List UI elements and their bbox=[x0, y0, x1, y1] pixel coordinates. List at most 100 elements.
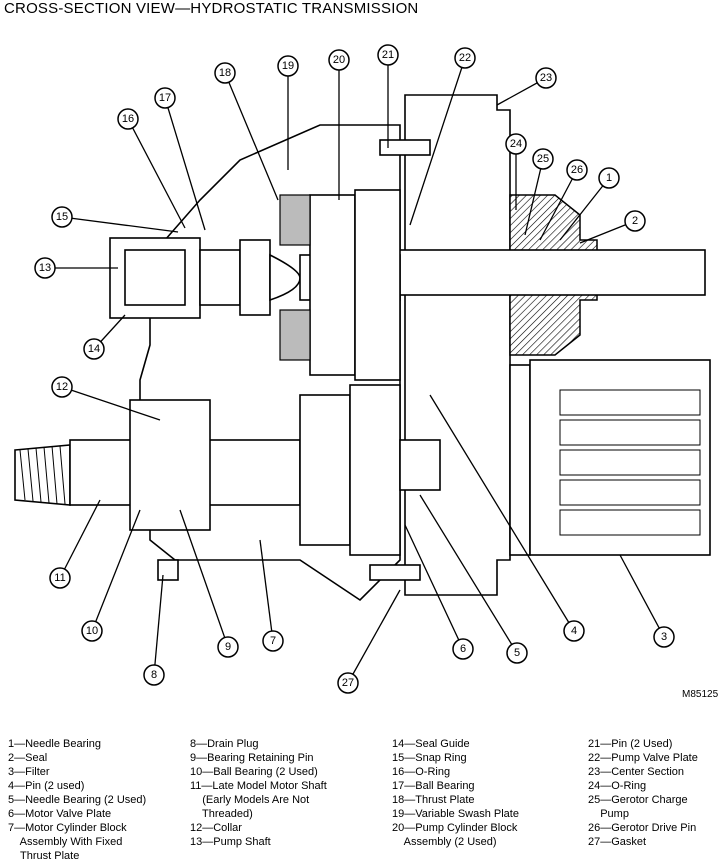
callout-23: 23 bbox=[535, 67, 557, 89]
callout-7: 7 bbox=[262, 630, 284, 652]
legend-item: 8—Drain Plug bbox=[190, 738, 259, 750]
callout-24: 24 bbox=[505, 133, 527, 155]
svg-text:6: 6 bbox=[460, 643, 466, 655]
legend-item: 22—Pump Valve Plate bbox=[588, 752, 698, 764]
svg-text:14: 14 bbox=[88, 343, 100, 355]
figure-reference: M85125 bbox=[682, 689, 719, 700]
leader-lines bbox=[45, 55, 665, 684]
callout-16: 16 bbox=[117, 108, 139, 130]
legend-item: (Early Models Are Not bbox=[190, 794, 310, 806]
callout-20: 20 bbox=[328, 49, 350, 71]
legend-item: 15—Snap Ring bbox=[392, 752, 467, 764]
legend-item: 18—Thrust Plate bbox=[392, 794, 475, 806]
svg-text:9: 9 bbox=[225, 641, 231, 653]
legend-item: 9—Bearing Retaining Pin bbox=[190, 752, 314, 764]
legend-item: 23—Center Section bbox=[588, 766, 684, 778]
callout-21: 21 bbox=[377, 44, 399, 66]
legend-item: 10—Ball Bearing (2 Used) bbox=[190, 766, 318, 778]
legend-col-4: 21—Pin (2 Used) 22—Pump Valve Plate 23—C… bbox=[588, 737, 698, 849]
svg-text:5: 5 bbox=[514, 647, 520, 659]
callout-25: 25 bbox=[532, 148, 554, 170]
legend-item: 6—Motor Valve Plate bbox=[8, 808, 112, 820]
svg-text:16: 16 bbox=[122, 113, 134, 125]
legend-item: 26—Gerotor Drive Pin bbox=[588, 822, 697, 834]
svg-text:10: 10 bbox=[86, 625, 98, 637]
svg-text:12: 12 bbox=[56, 381, 68, 393]
callout-4: 4 bbox=[563, 620, 585, 642]
legend-item: Threaded) bbox=[190, 808, 253, 820]
callout-19: 19 bbox=[277, 55, 299, 77]
svg-text:3: 3 bbox=[661, 631, 667, 643]
legend-item: 11—Late Model Motor Shaft bbox=[190, 780, 327, 792]
legend-item: 17—Ball Bearing bbox=[392, 780, 475, 792]
callout-18: 18 bbox=[214, 62, 236, 84]
callout-15: 15 bbox=[51, 206, 73, 228]
pins bbox=[369, 139, 431, 581]
svg-text:26: 26 bbox=[571, 164, 583, 176]
legend-col-2: 8—Drain Plug 9—Bearing Retaining Pin 10—… bbox=[190, 737, 327, 849]
svg-text:2: 2 bbox=[632, 215, 638, 227]
svg-text:4: 4 bbox=[571, 625, 577, 637]
svg-text:20: 20 bbox=[333, 54, 345, 66]
callout-10: 10 bbox=[81, 620, 103, 642]
legend-item: 21—Pin (2 Used) bbox=[588, 738, 673, 750]
callout-3: 3 bbox=[653, 626, 675, 648]
filter bbox=[509, 359, 711, 556]
legend-col-3: 14—Seal Guide 15—Snap Ring 16—O-Ring 17—… bbox=[392, 737, 519, 849]
svg-text:17: 17 bbox=[159, 92, 171, 104]
diagram-title: CROSS-SECTION VIEW—HYDROSTATIC TRANSMISS… bbox=[4, 0, 419, 17]
callout-26: 26 bbox=[566, 159, 588, 181]
legend-item: 1—Needle Bearing bbox=[8, 738, 101, 750]
legend-item: 14—Seal Guide bbox=[392, 738, 470, 750]
legend-item: Assembly (2 Used) bbox=[392, 836, 497, 848]
legend-item: 25—Gerotor Charge bbox=[588, 794, 688, 806]
svg-text:27: 27 bbox=[342, 677, 354, 689]
callout-14: 14 bbox=[83, 338, 105, 360]
legend-item: 3—Filter bbox=[8, 766, 50, 778]
callout-5: 5 bbox=[506, 642, 528, 664]
svg-text:7: 7 bbox=[270, 635, 276, 647]
pump-shaft bbox=[109, 237, 706, 319]
svg-text:19: 19 bbox=[282, 60, 294, 72]
svg-text:8: 8 bbox=[151, 669, 157, 681]
svg-text:1: 1 bbox=[606, 172, 612, 184]
legend-item: 27—Gasket bbox=[588, 836, 647, 848]
svg-text:22: 22 bbox=[459, 52, 471, 64]
motor-shaft bbox=[14, 384, 441, 556]
legend-item: 7—Motor Cylinder Block bbox=[8, 822, 127, 834]
callouts: 1 2 3 4 5 6 7 8 9 10 11 12 13 14 15 16 1… bbox=[34, 44, 675, 694]
svg-text:23: 23 bbox=[540, 72, 552, 84]
legend-item: Assembly With Fixed bbox=[8, 836, 123, 848]
pump-cylinder-block-upper bbox=[279, 189, 401, 381]
svg-text:18: 18 bbox=[219, 67, 231, 79]
legend-col-1: 1—Needle Bearing 2—Seal 3—Filter 4—Pin (… bbox=[8, 737, 146, 863]
callout-27: 27 bbox=[337, 672, 359, 694]
svg-text:13: 13 bbox=[39, 262, 51, 274]
callout-9: 9 bbox=[217, 636, 239, 658]
transmission-cross-section: 1 2 3 4 5 6 7 8 9 10 11 12 13 14 15 16 1… bbox=[14, 44, 711, 694]
svg-text:25: 25 bbox=[537, 153, 549, 165]
legend-item: 4—Pin (2 used) bbox=[8, 780, 85, 792]
legend-item: 20—Pump Cylinder Block bbox=[392, 822, 518, 834]
legend-item: 19—Variable Swash Plate bbox=[392, 808, 519, 820]
legend-item: Pump bbox=[588, 808, 629, 820]
legend-item: 2—Seal bbox=[8, 752, 48, 764]
callout-13: 13 bbox=[34, 257, 56, 279]
callout-12: 12 bbox=[51, 376, 73, 398]
callout-2: 2 bbox=[624, 210, 646, 232]
svg-text:24: 24 bbox=[510, 138, 522, 150]
callout-11: 11 bbox=[49, 567, 71, 589]
legend-item: 16—O-Ring bbox=[392, 766, 451, 778]
callout-22: 22 bbox=[454, 47, 476, 69]
callout-1: 1 bbox=[598, 167, 620, 189]
callout-6: 6 bbox=[452, 638, 474, 660]
svg-text:11: 11 bbox=[54, 572, 65, 584]
legend-item: Thrust Plate bbox=[8, 850, 80, 862]
legend-item: 12—Collar bbox=[190, 822, 242, 834]
callout-17: 17 bbox=[154, 87, 176, 109]
legend-item: 13—Pump Shaft bbox=[190, 836, 271, 848]
svg-text:15: 15 bbox=[56, 211, 68, 223]
legend-item: 24—O-Ring bbox=[588, 780, 647, 792]
callout-8: 8 bbox=[143, 664, 165, 686]
svg-text:21: 21 bbox=[382, 49, 394, 61]
